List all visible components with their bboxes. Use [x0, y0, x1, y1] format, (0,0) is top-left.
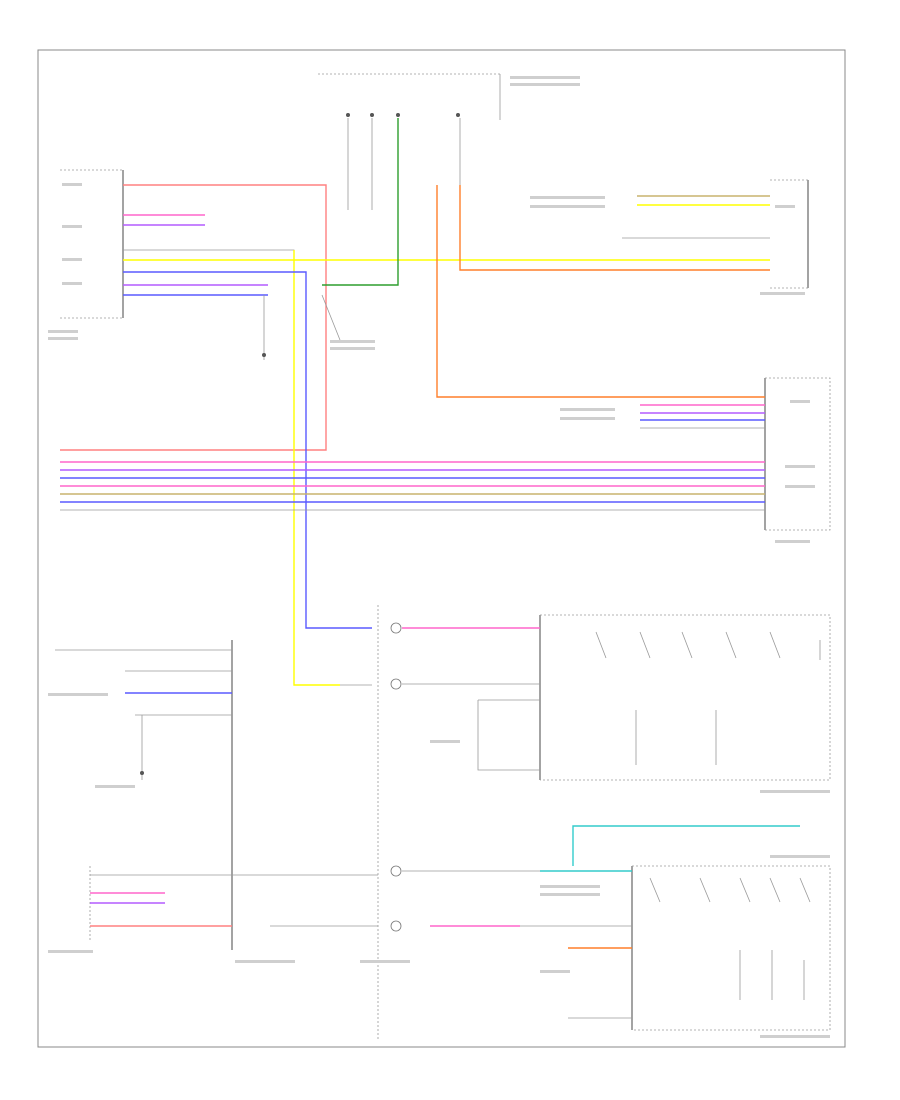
upper-switch-pack [402, 614, 831, 781]
audio-inputs [640, 404, 765, 429]
audio-bus [60, 461, 765, 511]
switch-contacts-upper [595, 631, 821, 765]
clockspring-column [377, 605, 402, 1040]
left-steering-module [55, 640, 233, 950]
lower-switch-pack [402, 825, 831, 1031]
bottom-left-wires [89, 866, 378, 940]
label-placeholders [48, 76, 830, 1038]
wires-top [60, 118, 770, 686]
diagram-border [37, 49, 846, 1048]
right-steering-module [770, 179, 809, 289]
switch-contacts-lower [649, 877, 811, 1000]
audio-unit [764, 377, 831, 531]
front-control-module [60, 169, 124, 319]
top-connector [318, 73, 501, 120]
